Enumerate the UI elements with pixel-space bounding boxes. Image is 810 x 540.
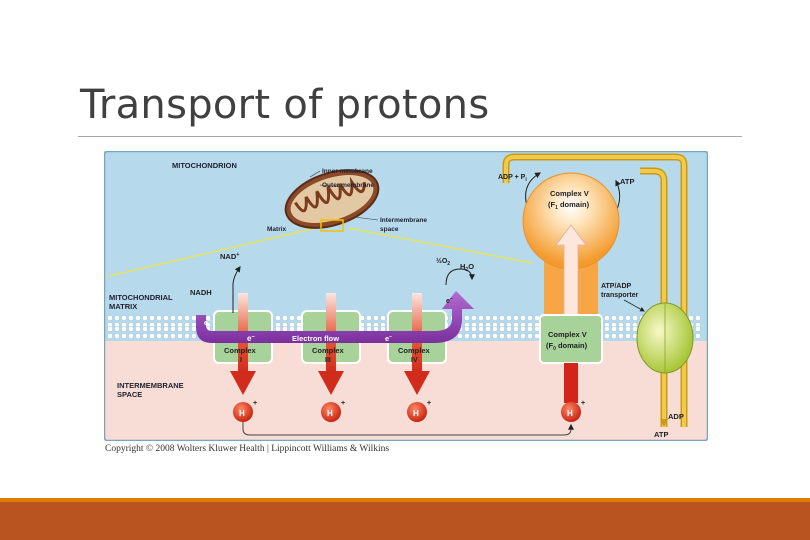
complex-3-label: Complex bbox=[312, 346, 345, 355]
label-adp-pi: ADP + Pi bbox=[498, 174, 527, 183]
svg-text:+: + bbox=[581, 400, 585, 407]
label-f1-line2: (F1 domain) bbox=[548, 200, 590, 211]
label-intermembrane: Intermembrane bbox=[380, 217, 427, 224]
svg-text:H: H bbox=[239, 409, 245, 418]
label-transporter-line2: transporter bbox=[601, 292, 639, 299]
label-inner-membrane: Inner membrane bbox=[322, 168, 373, 175]
label-electron-4: e– bbox=[446, 296, 453, 305]
zoom-box bbox=[320, 219, 344, 232]
complex-4-label: Complex bbox=[398, 346, 431, 355]
oxidative-phosphorylation-diagram: MITOCHONDRION Inner membrane Outer membr… bbox=[104, 151, 708, 441]
label-matrix-small: Matrix bbox=[267, 226, 287, 233]
electron-flow-band bbox=[196, 291, 474, 343]
svg-text:+: + bbox=[253, 400, 257, 407]
svg-text:H: H bbox=[327, 409, 333, 418]
label-transporter-line1: ATP/ADP bbox=[601, 283, 632, 290]
proton-2: H + bbox=[321, 400, 345, 422]
mitochondrion-illustration bbox=[284, 169, 380, 229]
label-half-o2: ½O2 bbox=[436, 257, 450, 267]
complex-4-numeral: IV bbox=[411, 357, 418, 364]
complex-1-numeral: I bbox=[240, 357, 242, 364]
label-atp-bottom: ATP bbox=[654, 430, 668, 439]
label-atp-top: ATP bbox=[620, 177, 634, 186]
proton-1: H + bbox=[233, 400, 257, 422]
label-mitochondrion: MITOCHONDRION bbox=[172, 161, 237, 170]
label-electron-flow: Electron flow bbox=[292, 334, 339, 343]
label-matrix-line2: MATRIX bbox=[109, 302, 137, 311]
label-outer-membrane: Outer membrane bbox=[322, 182, 374, 189]
label-space: space bbox=[380, 226, 399, 233]
complex-3-numeral: III bbox=[325, 357, 331, 364]
proton-3: H + bbox=[407, 400, 431, 422]
label-ims-line1: INTERMEMBRANE bbox=[117, 381, 184, 390]
svg-text:+: + bbox=[341, 400, 345, 407]
slide-title: Transport of protons bbox=[80, 82, 490, 128]
label-nad: NAD+ bbox=[220, 252, 239, 261]
complex-1-label: Complex bbox=[224, 346, 257, 355]
label-adp-bottom: ADP bbox=[668, 412, 684, 421]
label-electron-3: e– bbox=[385, 334, 392, 343]
label-electron-2: e– bbox=[247, 334, 255, 343]
footer-bar bbox=[0, 502, 810, 540]
label-matrix-line1: MITOCHONDRIAL bbox=[109, 293, 173, 302]
label-f0-line2: (F0 domain) bbox=[546, 341, 588, 352]
proton-gradient-line bbox=[242, 422, 574, 436]
svg-text:H: H bbox=[567, 409, 573, 418]
atp-synthase bbox=[522, 172, 620, 403]
label-f0-line1: Complex V bbox=[548, 330, 587, 339]
label-ims-line2: SPACE bbox=[117, 390, 142, 399]
footer-accent-bar bbox=[0, 498, 810, 502]
title-divider bbox=[78, 136, 742, 137]
label-f1-line1: Complex V bbox=[550, 189, 589, 198]
svg-text:+: + bbox=[427, 400, 431, 407]
label-h2o: H2O bbox=[460, 262, 474, 273]
label-nadh: NADH bbox=[190, 288, 212, 297]
proton-4: H + bbox=[561, 400, 585, 422]
figure-border bbox=[104, 151, 708, 441]
label-electron-1: e– bbox=[204, 318, 211, 327]
svg-text:H: H bbox=[413, 409, 419, 418]
copyright-caption: Copyright © 2008 Wolters Kluwer Health |… bbox=[105, 444, 390, 454]
